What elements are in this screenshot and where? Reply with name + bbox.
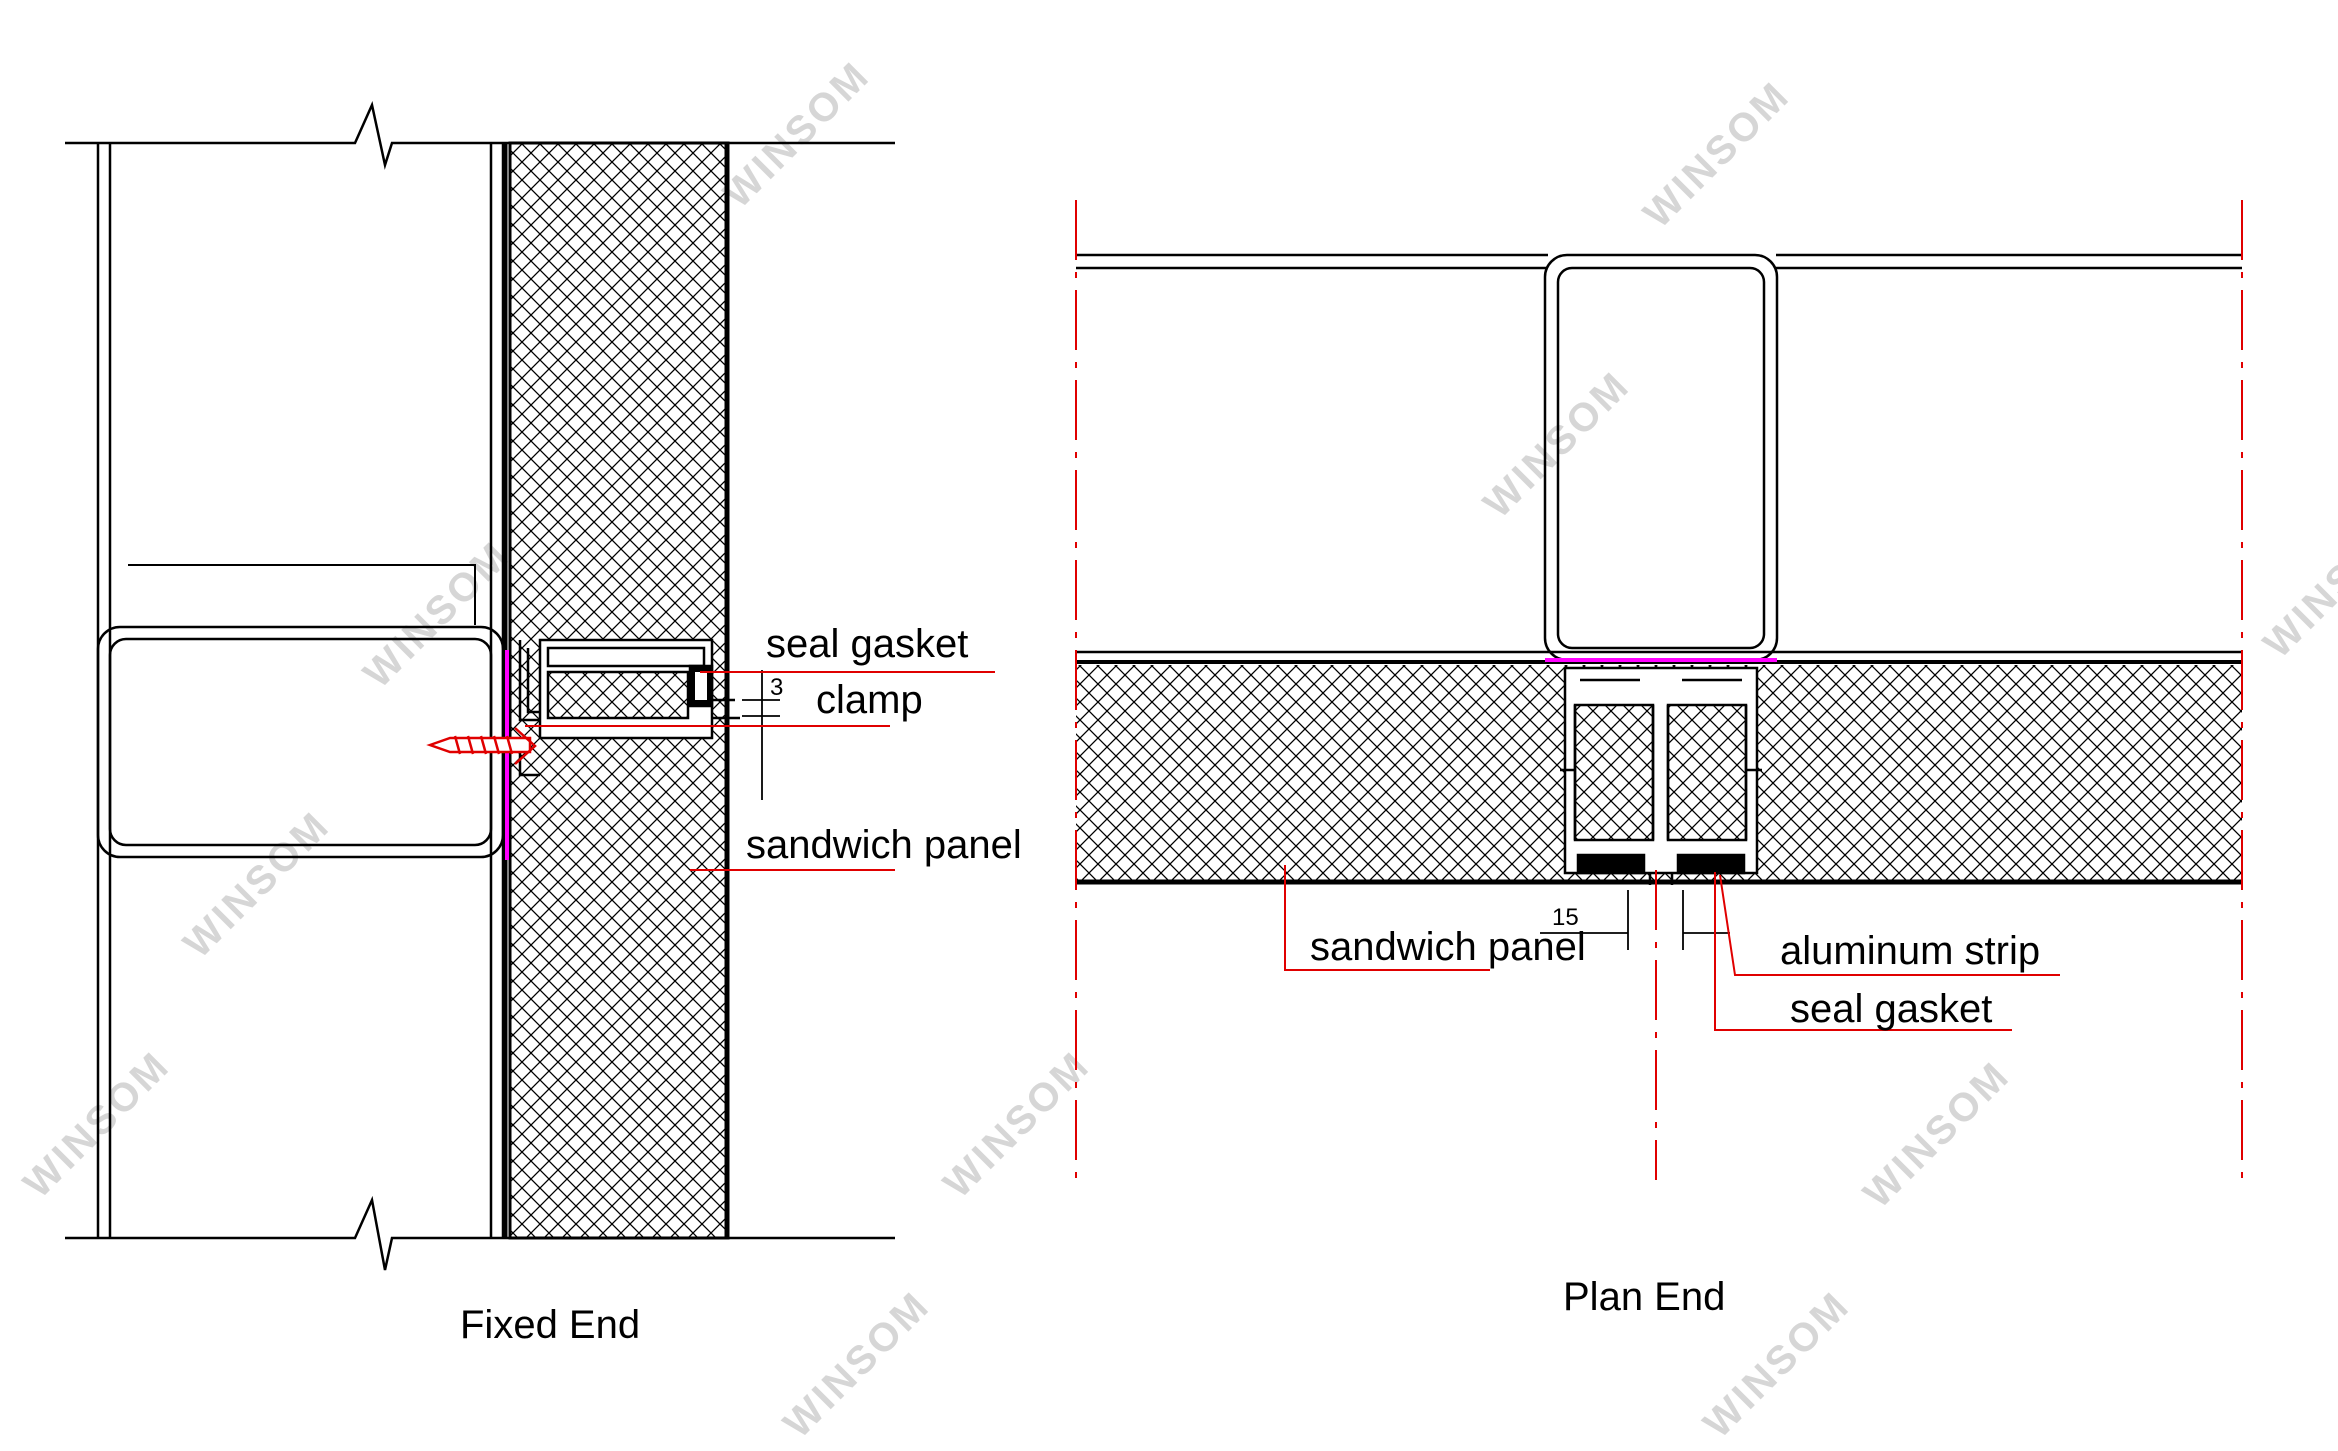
dimension-3-lines xyxy=(742,670,780,800)
watermark-text: WINSOM xyxy=(1855,1053,2018,1216)
label-aluminum-strip: aluminum strip xyxy=(1780,929,2040,973)
label-clamp: clamp xyxy=(816,678,923,722)
vertical-hollow-section xyxy=(1543,253,1779,662)
bottom-break-line xyxy=(65,1195,895,1271)
dimension-label-3: 3 xyxy=(770,674,783,701)
plan-end-leaders xyxy=(1284,865,2060,1031)
label-sandwich-panel: sandwich panel xyxy=(746,823,1022,867)
watermark-text: WINSOM xyxy=(935,1043,1098,1206)
top-break-line xyxy=(65,101,895,170)
watermark-text: WINSOM xyxy=(1635,73,1798,236)
watermark-text: WINSOM xyxy=(2255,503,2338,666)
label-seal-gasket: seal gasket xyxy=(766,622,968,666)
leader-plan-sandwich-panel xyxy=(1284,865,1490,971)
dimension-label-15: 15 xyxy=(1552,904,1579,931)
screw-icon xyxy=(426,727,537,765)
leader-plan-seal-gasket xyxy=(1714,872,2012,1031)
clamp-profile xyxy=(518,638,740,777)
watermark-text: WINSOM xyxy=(775,1283,938,1446)
plan-end-title: Plan End xyxy=(1563,1275,1725,1319)
fixed-end-detail xyxy=(65,101,895,1271)
watermark-text: WINSOM xyxy=(175,803,338,966)
joint-profile xyxy=(1560,666,1762,885)
fixed-end-title: Fixed End xyxy=(460,1303,640,1347)
leader-aluminum-strip xyxy=(1719,874,2060,976)
fixed-end-leaders xyxy=(525,671,995,871)
label-plan-seal-gasket: seal gasket xyxy=(1790,987,1992,1031)
plan-end-centerlines xyxy=(1075,200,2243,1190)
watermark-text: WINSOM xyxy=(355,533,518,696)
label-plan-sandwich-panel: sandwich panel xyxy=(1310,925,1586,969)
watermark-text: WINSOM xyxy=(715,53,878,216)
plan-end-detail xyxy=(1076,253,2242,950)
dimension-15-lines xyxy=(1540,890,1730,950)
